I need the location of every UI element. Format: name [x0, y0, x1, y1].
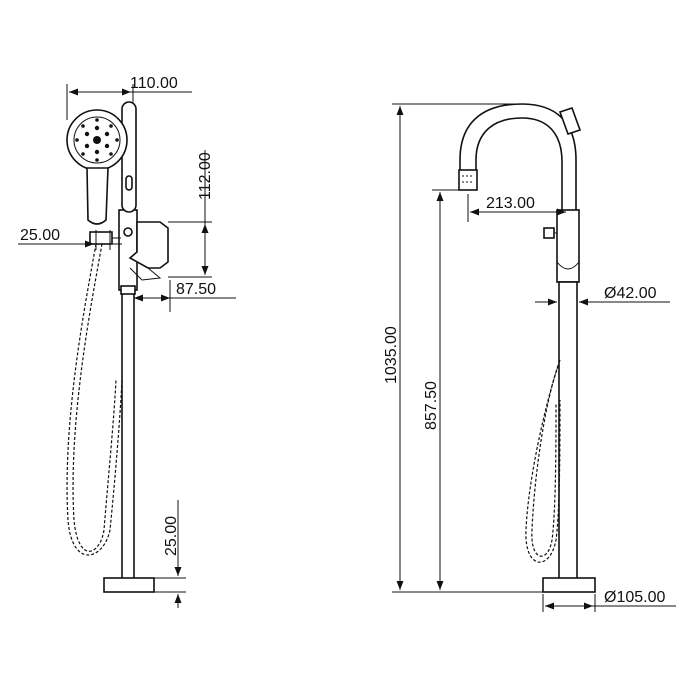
left-lever-tip: [129, 267, 162, 281]
right-front-view: 1035.00 857.50 213.00 Ø42.00 Ø105.00: [383, 103, 676, 612]
handshower-nozzles: [75, 118, 119, 162]
dim-25b-label: 25.00: [163, 516, 180, 556]
dim-87-label: 87.50: [176, 281, 216, 298]
right-riser-pipe: [558, 281, 578, 581]
left-mixer-body: [118, 209, 138, 291]
left-upper-pipe-slot: [125, 175, 133, 191]
left-spout-stub: [120, 285, 136, 295]
left-side-view: 110.00 112.00 25.00 87.50 25.00: [18, 75, 236, 608]
handshower-inner-ring: [73, 116, 121, 164]
right-spout-aerator: [458, 169, 478, 191]
right-hose: [525, 359, 561, 563]
left-hose: [66, 243, 123, 556]
right-top-lever: [558, 106, 582, 136]
left-riser-pipe: [121, 284, 135, 581]
dim-112-label: 112.00: [197, 152, 214, 200]
left-upper-pipe: [121, 101, 137, 213]
right-mixer-curve: [556, 261, 580, 270]
handshower-handle: [86, 167, 109, 225]
dim-25a-label: 25.00: [20, 227, 60, 244]
left-mixer-knob: [123, 227, 133, 237]
dim-857-label: 857.50: [423, 381, 440, 430]
dim-110-label: 110.00: [130, 75, 178, 92]
dim-42-label: Ø42.00: [604, 285, 657, 302]
dim-1035-label: 1035.00: [383, 326, 400, 384]
right-base-plate: [542, 577, 596, 593]
dim-105-label: Ø105.00: [604, 589, 665, 606]
dim-213-label: 213.00: [486, 195, 535, 212]
right-mixer-body: [556, 209, 580, 283]
left-lever-handle: [128, 221, 169, 269]
handshower-holder: [89, 231, 113, 245]
right-hose-inner: [531, 365, 559, 557]
right-hose-connector: [543, 227, 555, 239]
right-gooseneck-spout: [459, 103, 577, 213]
left-hose-inner: [72, 243, 117, 552]
left-base-plate: [103, 577, 155, 593]
